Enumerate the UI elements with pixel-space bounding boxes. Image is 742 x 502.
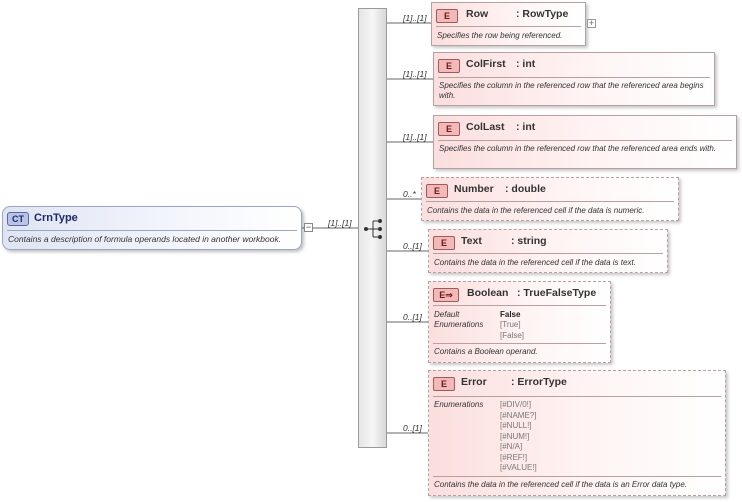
element-type: : int xyxy=(516,121,536,133)
element-description: Contains the data in the referenced cell… xyxy=(427,206,645,215)
divider xyxy=(433,253,663,254)
element-description: Specifies the row being referenced. xyxy=(437,31,563,40)
multiplicity-error: 0..[1] xyxy=(403,423,422,433)
complex-type-box[interactable]: CT CrnType Contains a description of for… xyxy=(2,206,302,250)
element-text[interactable]: E Text : string Contains the data in the… xyxy=(428,229,668,273)
enumeration-value: [False] xyxy=(500,331,525,340)
complex-type-badge: CT xyxy=(7,212,29,226)
element-colfirst[interactable]: E ColFirst : int Specifies the column in… xyxy=(433,52,715,106)
element-badge: E xyxy=(433,377,455,391)
multiplicity-number: 0..* xyxy=(403,189,416,199)
divider xyxy=(426,201,674,202)
enumeration-value: [#NUM!] xyxy=(500,431,530,441)
element-type: : ErrorType xyxy=(511,376,567,388)
complex-type-name: CrnType xyxy=(34,212,78,224)
element-number[interactable]: E Number : double Contains the data in t… xyxy=(421,177,679,221)
element-type: : string xyxy=(511,235,547,247)
divider xyxy=(438,77,710,78)
enumeration-value: [#VALUE!] xyxy=(500,463,537,472)
enumeration-value: [#N/A] xyxy=(500,442,523,451)
element-name: Error xyxy=(461,376,487,388)
default-value: False xyxy=(500,310,521,319)
element-name: Number xyxy=(454,183,494,195)
element-type: : int xyxy=(516,58,536,70)
enumeration-value: [True] xyxy=(500,320,521,329)
divider xyxy=(433,343,606,344)
element-description: Contains the data in the referenced cell… xyxy=(434,480,688,489)
multiplicity-row: [1]..[1] xyxy=(403,13,427,23)
element-type: : TrueFalseType xyxy=(517,287,597,299)
element-badge-with-simple-content: E⇒ xyxy=(433,288,459,302)
element-name: Row xyxy=(466,8,489,20)
element-description: Contains the data in the referenced cell… xyxy=(434,258,636,267)
divider xyxy=(433,305,606,306)
element-error[interactable]: E Error : ErrorType Enumerations [#DIV/0… xyxy=(428,370,726,496)
element-badge: E xyxy=(426,184,448,198)
enumerations-label: Enumerations xyxy=(434,400,484,409)
element-badge: E xyxy=(433,236,455,250)
expand-toggle-row[interactable]: + xyxy=(587,18,596,28)
enumeration-value: [#NULL!] xyxy=(500,421,532,430)
element-type: : RowType xyxy=(516,8,569,20)
element-badge: E xyxy=(438,59,460,73)
divider xyxy=(433,396,721,397)
divider xyxy=(433,476,721,477)
element-name: ColLast xyxy=(466,121,505,133)
complex-type-multiplicity: [1]..[1] xyxy=(328,218,352,228)
element-description: Specifies the column in the referenced r… xyxy=(439,81,704,100)
element-name: Text xyxy=(461,235,482,247)
enumeration-value: [#NAME?] xyxy=(500,410,537,420)
enumeration-value: [#REF!] xyxy=(500,452,528,462)
element-type: : double xyxy=(505,183,546,195)
multiplicity-collast: [1]..[1] xyxy=(403,132,427,142)
complex-type-description: Contains a description of formula operan… xyxy=(8,234,282,244)
multiplicity-colfirst: [1]..[1] xyxy=(403,69,427,79)
element-badge: E xyxy=(438,122,460,136)
divider xyxy=(7,230,297,231)
divider xyxy=(436,26,581,27)
enumerations-label: Enumerations xyxy=(434,320,484,329)
element-collast[interactable]: E ColLast : int Specifies the column in … xyxy=(433,115,737,169)
element-name: Boolean xyxy=(467,287,509,299)
element-description: Specifies the column in the referenced r… xyxy=(439,144,717,153)
element-boolean[interactable]: E⇒ Boolean : TrueFalseType Default False… xyxy=(428,281,611,363)
sequence-compositor[interactable] xyxy=(358,8,387,448)
sequence-icon xyxy=(364,219,382,239)
element-name: ColFirst xyxy=(466,58,506,70)
element-description: Contains a Boolean operand. xyxy=(434,347,538,356)
element-badge: E xyxy=(436,9,458,23)
collapse-toggle[interactable]: − xyxy=(304,222,313,232)
enumeration-value: [#DIV/0!] xyxy=(500,400,532,409)
default-label: Default xyxy=(434,310,460,319)
multiplicity-boolean: 0..[1] xyxy=(403,312,422,322)
multiplicity-text: 0..[1] xyxy=(403,241,422,251)
element-row[interactable]: E Row : RowType Specifies the row being … xyxy=(431,2,586,46)
divider xyxy=(438,140,732,141)
